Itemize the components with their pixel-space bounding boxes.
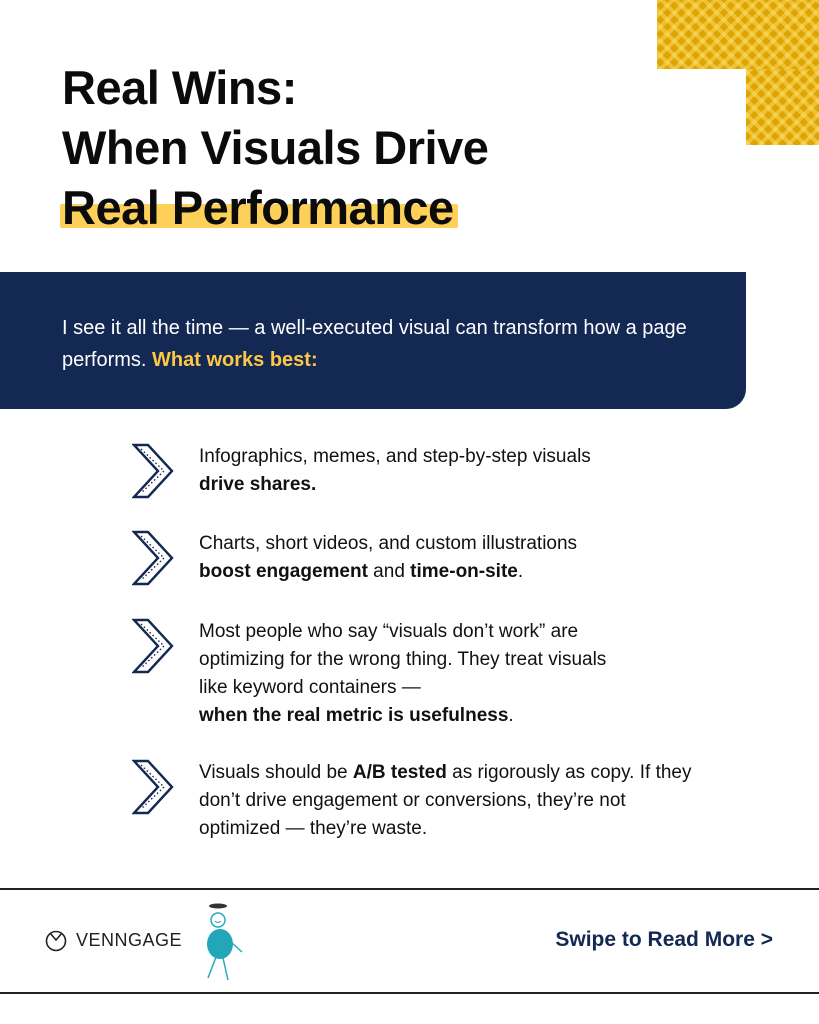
decorative-pattern-step bbox=[746, 69, 819, 145]
item-text: Infographics, memes, and step-by-step vi… bbox=[199, 446, 591, 495]
decorative-pattern-top bbox=[657, 0, 819, 69]
chevron-right-icon bbox=[132, 759, 174, 815]
intro-banner: I see it all the time — a well-executed … bbox=[0, 272, 746, 409]
title-line-2: When Visuals Drive bbox=[62, 121, 489, 174]
footer-divider-bottom bbox=[0, 992, 819, 994]
stick-figure-mascot-icon bbox=[207, 903, 243, 981]
title-line-1: Real Wins: bbox=[62, 61, 297, 114]
chevron-right-icon bbox=[132, 443, 174, 499]
intro-accent: What works best: bbox=[152, 349, 318, 371]
intro-body: I see it all the time — a well-executed … bbox=[62, 317, 687, 371]
item-text: Charts, short videos, and custom illustr… bbox=[199, 533, 578, 582]
chevron-right-icon bbox=[132, 618, 174, 674]
footer-divider-top bbox=[0, 888, 819, 890]
item-text: Visuals should be A/B tested as rigorous… bbox=[199, 762, 692, 839]
brand-name: VENNGAGE bbox=[76, 929, 183, 950]
swipe-to-read-more-link[interactable]: Swipe to Read More > bbox=[555, 928, 773, 951]
venngage-logo-icon bbox=[45, 930, 67, 952]
brand-logo[interactable]: VENNGAGE bbox=[44, 928, 182, 952]
item-text: Most people who say “visuals don’t work”… bbox=[199, 621, 607, 726]
page-title: Real Wins: When Visuals Drive Real Perfo… bbox=[60, 58, 489, 238]
title-line-3-highlighted: Real Performance bbox=[60, 178, 458, 238]
chevron-right-icon bbox=[132, 530, 174, 586]
intro-text: I see it all the time — a well-executed … bbox=[62, 312, 702, 376]
